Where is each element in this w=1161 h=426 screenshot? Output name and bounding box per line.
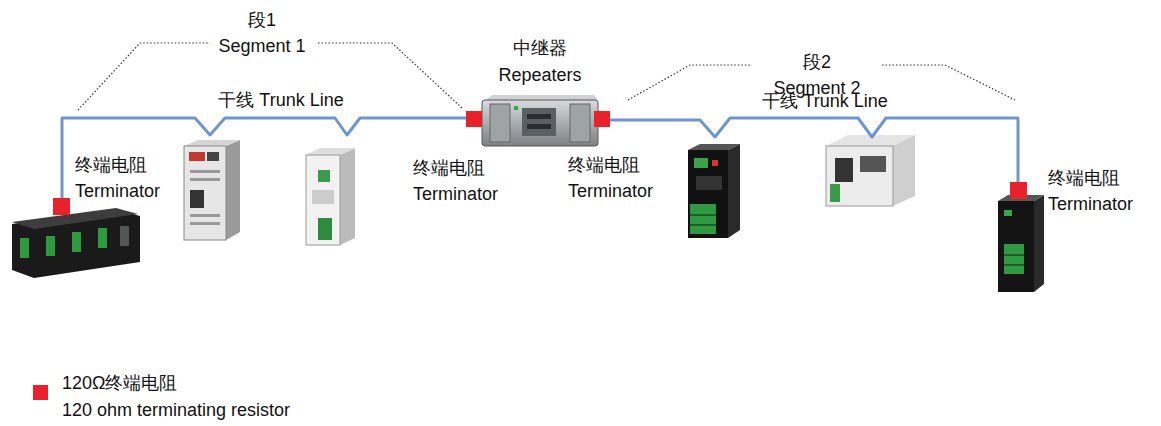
drive-side — [226, 140, 240, 240]
terminal-block — [318, 218, 332, 240]
network-module — [998, 201, 1034, 292]
module-side — [1034, 195, 1044, 292]
module-side — [728, 144, 740, 238]
repeater-clamp — [570, 104, 590, 142]
terminator-symbol — [53, 198, 70, 215]
legend-text: 120Ω终端电阻 120 ohm terminating resistor — [62, 370, 290, 424]
drive-connector — [190, 190, 204, 208]
terminal-block — [1004, 244, 1024, 274]
module-panel — [312, 190, 334, 204]
terminal-line — [1004, 254, 1024, 256]
drive-vent — [190, 222, 220, 225]
terminal-block — [98, 228, 107, 248]
segment-bracket — [882, 65, 1015, 100]
terminal-line — [690, 224, 716, 226]
unit-port — [835, 158, 853, 182]
trunk-line — [62, 118, 470, 205]
terminator-label: 终端电阻 Terminator — [1048, 165, 1133, 217]
module-side — [340, 148, 355, 245]
terminator-symbol — [1010, 182, 1027, 199]
terminal-block — [20, 238, 29, 258]
repeater-led — [514, 106, 518, 110]
drive-display — [189, 152, 205, 161]
network-module — [306, 155, 340, 245]
terminator-symbol — [594, 111, 610, 127]
drive-vent — [190, 170, 220, 173]
terminal-line — [690, 214, 716, 216]
terminator-label: 终端电阻 Terminator — [568, 152, 653, 204]
segment-label: 段1 Segment 1 — [218, 7, 305, 59]
trunk-line — [605, 118, 1018, 188]
repeater-pins — [527, 124, 551, 129]
network-unit — [826, 146, 893, 206]
drive-display — [207, 152, 219, 161]
legend-swatch — [33, 385, 48, 400]
drive-vent — [190, 214, 220, 217]
module-label — [694, 158, 708, 168]
terminator-label: 终端电阻 Terminator — [413, 155, 498, 207]
module-label — [318, 170, 330, 182]
repeater-node: 中继器 Repeaters — [478, 35, 602, 150]
trunk-label: 干线 Trunk Line — [218, 87, 343, 113]
module-top — [306, 148, 355, 155]
terminator-label: 终端电阻 Terminator — [75, 152, 160, 204]
unit-display — [860, 156, 886, 172]
terminal-block — [830, 184, 840, 202]
repeater-clamp — [490, 104, 510, 142]
unit-side — [893, 135, 915, 206]
repeater-body — [482, 100, 598, 146]
module-led — [1004, 210, 1012, 216]
network-module — [688, 150, 728, 238]
repeater-pins — [527, 114, 551, 119]
terminal-block — [46, 236, 55, 256]
terminal-block — [72, 232, 81, 252]
segment-bracket — [628, 65, 752, 100]
servo-drive — [184, 146, 226, 240]
module-display — [696, 176, 722, 190]
terminal-block — [690, 204, 716, 234]
io-module-top — [12, 208, 138, 229]
module-top — [688, 144, 740, 150]
terminal-line — [1004, 264, 1024, 266]
repeater-top — [486, 95, 598, 100]
module-led — [712, 160, 718, 166]
segment-bracket — [78, 43, 210, 110]
repeater-heading: 中继器 Repeaters — [478, 35, 602, 89]
repeater-connector — [522, 108, 556, 136]
terminator-symbol — [466, 111, 482, 127]
io-slot — [120, 226, 129, 246]
drive-top — [184, 140, 240, 146]
trunk-label: 干线 Trunk Line — [762, 88, 887, 114]
drive-vent — [190, 178, 220, 181]
